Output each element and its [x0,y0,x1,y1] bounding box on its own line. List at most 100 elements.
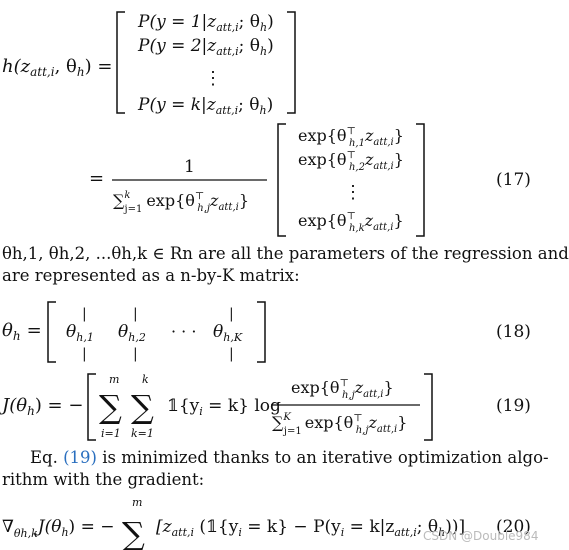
eq17-row3-sub: att,i [216,104,238,117]
eq19-frac-den-body: exp{θ [305,413,354,432]
svg-text:exp{θ⊤h,1zatt,i}: exp{θ⊤h,1zatt,i} [298,126,404,149]
paragraph-2-line-1: Eq. (19) is minimized thanks to an itera… [30,447,549,469]
eq17-row2-sub: att,i [216,45,238,58]
equations-canvas: h(zatt,i, θh) = P(y = 1|zatt,i; θh) P(y … [0,11,538,550]
eq18-col2-sub: h,2 [128,331,146,344]
svg-text:J(θh) = −: J(θh) = − [0,395,83,418]
eq19-sum2: ∑ [131,388,154,426]
eq17-exp-row1: exp{θ [298,126,347,145]
eq19-lhs-close: ) = − [35,395,84,416]
eq19-lhs-sub: h [27,404,35,418]
equation-18: θh= | | | | | | θh,1 θh,2 · · · θh,K (18… [2,301,531,363]
eq17-exp-row3-z: z [364,211,374,230]
eq19-reference-link[interactable]: (19) [63,448,97,467]
eq17-vdots-1: ⋮ [204,68,222,89]
eq17-lhs-rest: , θ [55,56,77,77]
paper-page: h(zatt,i, θh) = P(y = 1|zatt,i; θh) P(y … [0,11,569,550]
eq19-frac-num-z-sub: att,i [363,389,383,400]
eq17-lhs-rest-sub: h [77,65,85,79]
eq17-den-body-sup: ⊤ [195,191,204,202]
eq20-lhs-rest-sub: h [61,526,68,539]
eq20-number: (20) [496,517,531,537]
svg-text:θh,2: θh,2 [118,322,146,344]
svg-text:θh,1: θh,1 [66,322,94,344]
eq17-right-bracket [287,11,296,114]
eq19-lhs: J(θ [0,395,27,416]
eq19-frac-den-z-sub: att,i [377,424,397,435]
eq17-lhs-close: ) = [85,56,113,77]
svg-text:exp{θ⊤h,2zatt,i}: exp{θ⊤h,2zatt,i} [298,150,404,173]
eq17-den-body-z-sub: att,i [218,202,238,213]
eq20-sum-sup: m [132,496,142,509]
svg-text:∇θh,kJ(θh) = −: ∇θh,kJ(θh) = − [2,517,114,540]
eq17-exp-row3-sub: h,k [349,223,365,234]
eq18-col3: θ [213,322,223,342]
eq17-den-body: exp{θ [146,191,195,210]
eq18-col1-bottom-bar: | [82,346,87,362]
eq17-den-sum: ∑ [113,191,125,210]
eq18-col1-top-bar: | [82,306,87,322]
eq18-dots: · · · [171,322,196,341]
eq17-exp-row3-sup: ⊤ [347,211,356,222]
eq19-indicator-sub: i [199,405,203,418]
svg-text:[zatt,i (𝟙{yi = k} − P(yi = k: [zatt,i (𝟙{yi = k} − P(yi = k|zatt,i; θh… [156,517,465,539]
eq18-left-bracket [47,301,56,363]
eq17-exp-row2: exp{θ [298,150,347,169]
eq17-vdots-2: ⋮ [344,182,362,203]
eq17-row2-close: ) [267,36,274,56]
eq19-frac-den-body-sup: ⊤ [353,413,362,424]
eq19-sum1-sub: i=1 [101,427,121,440]
eq20-body-rest2-sub: i [341,526,345,539]
eq19-frac-num-sup: ⊤ [340,378,349,389]
svg-text:P(y = k|zatt,i; θh): P(y = k|zatt,i; θh) [137,95,273,117]
eq17-exp-left-bracket [277,123,286,237]
eq17-exp-row1-z: z [364,126,374,145]
paragraph-1-line-2: are represented as a n-by-K matrix: [2,265,300,287]
eq19-frac-den-sum: ∑ [272,413,284,432]
eq18-col3-bottom-bar: | [229,346,234,362]
eq17-exp-row3-close: } [393,211,403,230]
svg-text:P(y = 1|zatt,i; θh): P(y = 1|zatt,i; θh) [137,12,274,34]
eq18-number: (18) [496,322,531,342]
eq18-lhs: θ [2,320,13,341]
eq20-nabla-sub: θh,k [14,527,38,540]
eq17-exp-right-bracket [416,123,425,237]
eq17-exp-row2-sup: ⊤ [347,150,356,161]
eq18-col3-top-bar: | [229,306,234,322]
eq20-body-rest3: = k|z [344,517,394,537]
eq19-frac-den-sub: j=1 [283,426,302,437]
eq17-row1-rest: ; θ [239,12,260,32]
eq19-frac-num-close: } [384,378,394,397]
eq20-body-sub: att,i [172,526,194,539]
eq17-row1: P(y = 1|z [137,12,217,32]
eq17-exp-row2-close: } [394,150,404,169]
eq18-col2: θ [118,322,128,342]
eq19-frac-num-sub: h,j [342,390,355,401]
eq19-frac-num-z: z [354,378,364,397]
eq20-nabla: ∇ [2,517,14,537]
paragraph-2-line-2-text: rithm with the gradient: [2,470,205,489]
eq19-frac-num: exp{θ [291,378,340,397]
eq18-col1: θ [66,322,76,342]
equation-20: ∇θh,kJ(θh) = − m ∑ [zatt,i (𝟙{yi = k} − … [2,496,538,550]
eq19-frac-den-sup: K [282,412,291,423]
eq17-equals: = [89,168,104,189]
eq19-right-bracket [424,373,433,441]
eq17-lhs: h(z [2,56,31,77]
eq18-lhs-sub: h [13,329,21,343]
svg-text:h(zatt,i, θh) =: h(zatt,i, θh) = [2,56,112,79]
eq17-row2-rest-sub: h [260,45,267,58]
eq19-left-bracket [87,373,96,441]
paragraph-2-line-2: rithm with the gradient: [2,469,204,491]
eq17-exp-row2-z-sub: att,i [373,161,393,172]
eq19-indicator: 𝟙{y [167,396,200,416]
eq17-row3-rest-sub: h [260,104,267,117]
eq19-frac-den-body-sub: h,j [356,425,369,436]
eq17-row1-sub: att,i [216,21,238,34]
equation-19: J(θh) = − m ∑ i=1 k ∑ k=1 𝟙{yi = k} log … [0,373,531,441]
eq19-sum2-sub: k=1 [131,427,154,440]
eq17-den-sum-sub: j=1 [123,204,142,215]
